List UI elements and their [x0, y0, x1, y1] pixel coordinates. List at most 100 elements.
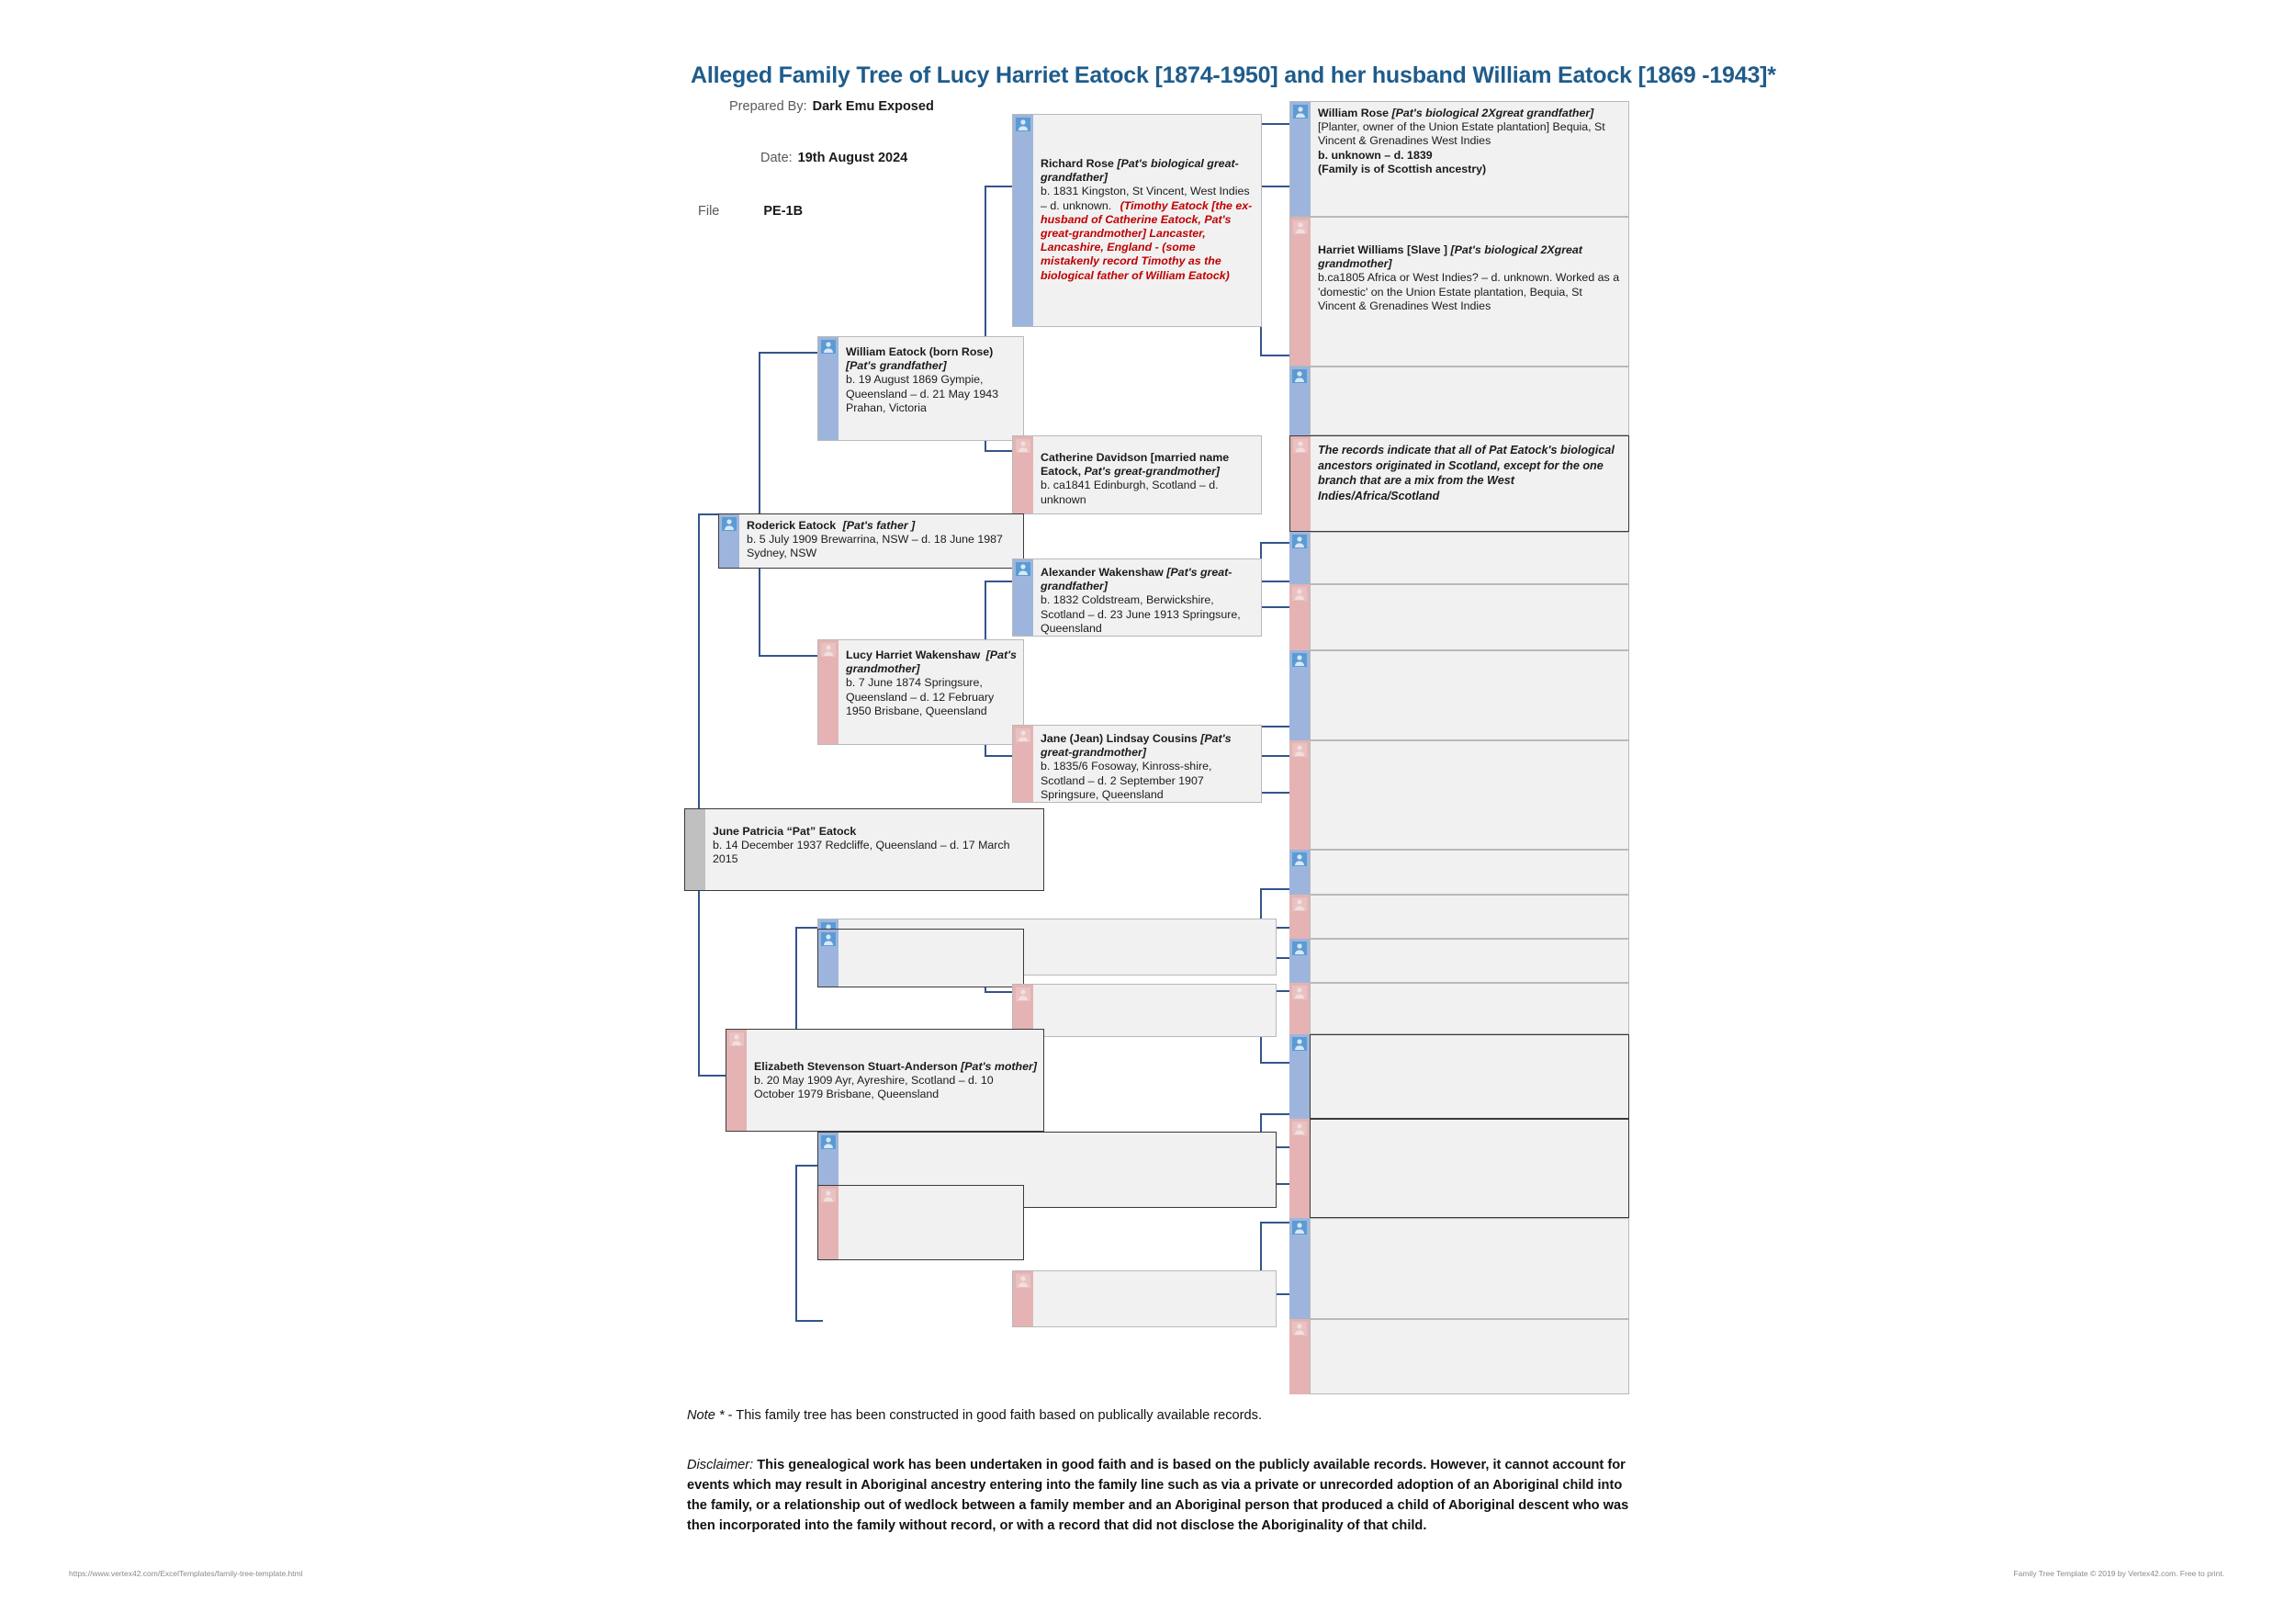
connector: [1260, 1222, 1262, 1293]
connector: [759, 655, 818, 657]
person-name: Elizabeth Stevenson Stuart-Anderson: [754, 1060, 958, 1073]
person-card-roderick-eatock[interactable]: Roderick Eatock [Pat's father ] b. 5 Jul…: [718, 513, 1024, 569]
avatar-female-icon: [729, 1032, 744, 1046]
ancestor-card-empty[interactable]: [1310, 532, 1629, 584]
person-line3: b. unknown – d. 1839: [1318, 148, 1433, 162]
person-card-richard-rose[interactable]: Richard Rose [Pat's biological great-gra…: [1012, 114, 1262, 327]
person-card-empty[interactable]: [817, 1185, 1024, 1260]
card-spine-male: [1013, 559, 1033, 636]
card-body: William Eatock (born Rose) [Pat's grandf…: [838, 337, 1023, 440]
card-spine-female: [1290, 436, 1311, 531]
connector: [1260, 355, 1289, 356]
date-label: Date:: [760, 151, 793, 165]
avatar-female-icon: [1293, 220, 1308, 234]
ancestor-card-empty[interactable]: [1310, 650, 1629, 740]
ancestor-spine-3: [1289, 367, 1310, 435]
person-relation: [Pat's grandmother]: [846, 648, 1017, 676]
ancestor-card-empty[interactable]: [1310, 850, 1629, 895]
avatar-male-icon: [1292, 1037, 1307, 1051]
connector: [1260, 186, 1289, 187]
ancestor-card-empty[interactable]: [1310, 939, 1629, 983]
ancestor-card-empty[interactable]: [1310, 367, 1629, 435]
avatar-male-icon: [821, 340, 836, 354]
annotation-card-scotland-note[interactable]: The records indicate that all of Pat Eat…: [1289, 435, 1629, 532]
file-value: PE-1B: [763, 204, 804, 219]
ancestor-card-empty[interactable]: [1310, 1034, 1629, 1119]
card-body: [1033, 985, 1276, 1036]
card-body: June Patricia “Pat” Eatock b. 14 Decembe…: [705, 809, 1043, 890]
connector: [1260, 606, 1289, 608]
person-card-empty[interactable]: [817, 929, 1024, 987]
disclaimer-block: Disclaimer: This genealogical work has b…: [687, 1455, 1633, 1536]
person-card-empty[interactable]: [1012, 1270, 1277, 1327]
person-details: b. 1831 Kingston, St Vincent, West Indie…: [1041, 185, 1250, 212]
connector: [985, 755, 1012, 757]
card-spine-female: [1013, 985, 1033, 1036]
ancestor-card-empty[interactable]: [1310, 1319, 1629, 1394]
connector: [759, 352, 818, 354]
source-url[interactable]: https://www.vertex42.com/ExcelTemplates/…: [69, 1569, 303, 1578]
person-card-june-patricia-eatock[interactable]: June Patricia “Pat” Eatock b. 14 Decembe…: [684, 808, 1044, 891]
ancestor-spine-6: [1289, 584, 1310, 650]
person-relation: [Pat's biological great-grandfather]: [1041, 157, 1239, 185]
connector: [1260, 1222, 1289, 1224]
note-text: - This family tree has been constructed …: [727, 1408, 1263, 1423]
person-relation: [Pat's mother]: [961, 1060, 1037, 1073]
card-spine-female: [1013, 1271, 1033, 1326]
ancestor-card-empty[interactable]: [1310, 740, 1629, 850]
connector: [985, 581, 1012, 582]
person-name: Richard Rose: [1041, 157, 1114, 170]
person-relation: [Pat's great-grandmother]: [1041, 732, 1232, 760]
avatar-male-icon: [1016, 118, 1030, 131]
ancestor-spine-8: [1289, 740, 1310, 850]
person-card-alexander-wakenshaw[interactable]: Alexander Wakenshaw [Pat's great-grandfa…: [1012, 558, 1262, 637]
ancestor-card-empty[interactable]: [1310, 895, 1629, 939]
ancestor-spine-13: [1289, 1034, 1310, 1119]
prepared-by-label: Prepared By:: [729, 99, 807, 114]
avatar-female-icon: [1016, 987, 1030, 1001]
person-relation: [Pat's biological 2Xgreat grandfather]: [1391, 107, 1594, 119]
connector: [795, 1320, 823, 1322]
person-card-lucy-harriet-wakenshaw[interactable]: Lucy Harriet Wakenshaw [Pat's grandmothe…: [817, 639, 1024, 745]
card-body: [838, 930, 1023, 987]
person-annotation: (Timothy Eatock [the ex-husband of Cathe…: [1041, 198, 1253, 282]
avatar-female-icon: [1293, 439, 1308, 453]
avatar-male-icon: [722, 517, 737, 531]
connector: [985, 186, 986, 452]
card-spine-male: [818, 337, 838, 440]
avatar-female-icon: [821, 1189, 836, 1202]
note-label: Note *: [687, 1408, 725, 1423]
connector: [1260, 1113, 1289, 1115]
avatar-female-icon: [1016, 728, 1030, 742]
card-body: Catherine Davidson [married name Eatock,…: [1033, 436, 1261, 513]
avatar-female-icon: [1016, 439, 1030, 453]
person-card-jane-lindsay-cousins[interactable]: Jane (Jean) Lindsay Cousins [Pat's great…: [1012, 725, 1262, 803]
ancestor-card-empty[interactable]: [1310, 584, 1629, 650]
connector: [795, 1165, 823, 1167]
connector: [1260, 542, 1289, 544]
ancestor-card-empty[interactable]: [1310, 1218, 1629, 1319]
person-line4: (Family is of Scottish ancestry): [1318, 162, 1487, 175]
person-card-harriet-williams[interactable]: Harriet Williams [Slave ] [Pat's biologi…: [1289, 217, 1629, 367]
person-card-william-rose[interactable]: William Rose [Pat's biological 2Xgreat g…: [1289, 101, 1629, 217]
person-relation: [Pat's grandfather]: [846, 359, 947, 373]
person-card-empty[interactable]: [1012, 984, 1277, 1037]
avatar-male-icon: [1292, 535, 1307, 548]
ancestor-card-empty[interactable]: [1310, 983, 1629, 1034]
person-card-elizabeth-stuart-anderson[interactable]: Elizabeth Stevenson Stuart-Anderson [Pat…: [726, 1029, 1044, 1132]
person-card-william-eatock[interactable]: William Eatock (born Rose) [Pat's grandf…: [817, 336, 1024, 441]
person-details: b. 7 June 1874 Springsure, Queensland – …: [846, 676, 995, 717]
person-card-catherine-davidson[interactable]: Catherine Davidson [married name Eatock,…: [1012, 435, 1262, 514]
card-spine-female: [1013, 726, 1033, 802]
connector: [1260, 726, 1289, 727]
date-value: 19th August 2024: [797, 151, 908, 165]
avatar-female-icon: [1292, 986, 1307, 999]
person-details: b. ca1841 Edinburgh, Scotland – d. unkno…: [1041, 479, 1219, 506]
connector: [759, 352, 760, 657]
connector: [1260, 888, 1289, 890]
avatar-female-icon: [1292, 587, 1307, 601]
ancestor-card-empty[interactable]: [1310, 1119, 1629, 1218]
ancestor-spine-5: [1289, 532, 1310, 584]
person-name: Alexander Wakenshaw: [1041, 566, 1164, 579]
